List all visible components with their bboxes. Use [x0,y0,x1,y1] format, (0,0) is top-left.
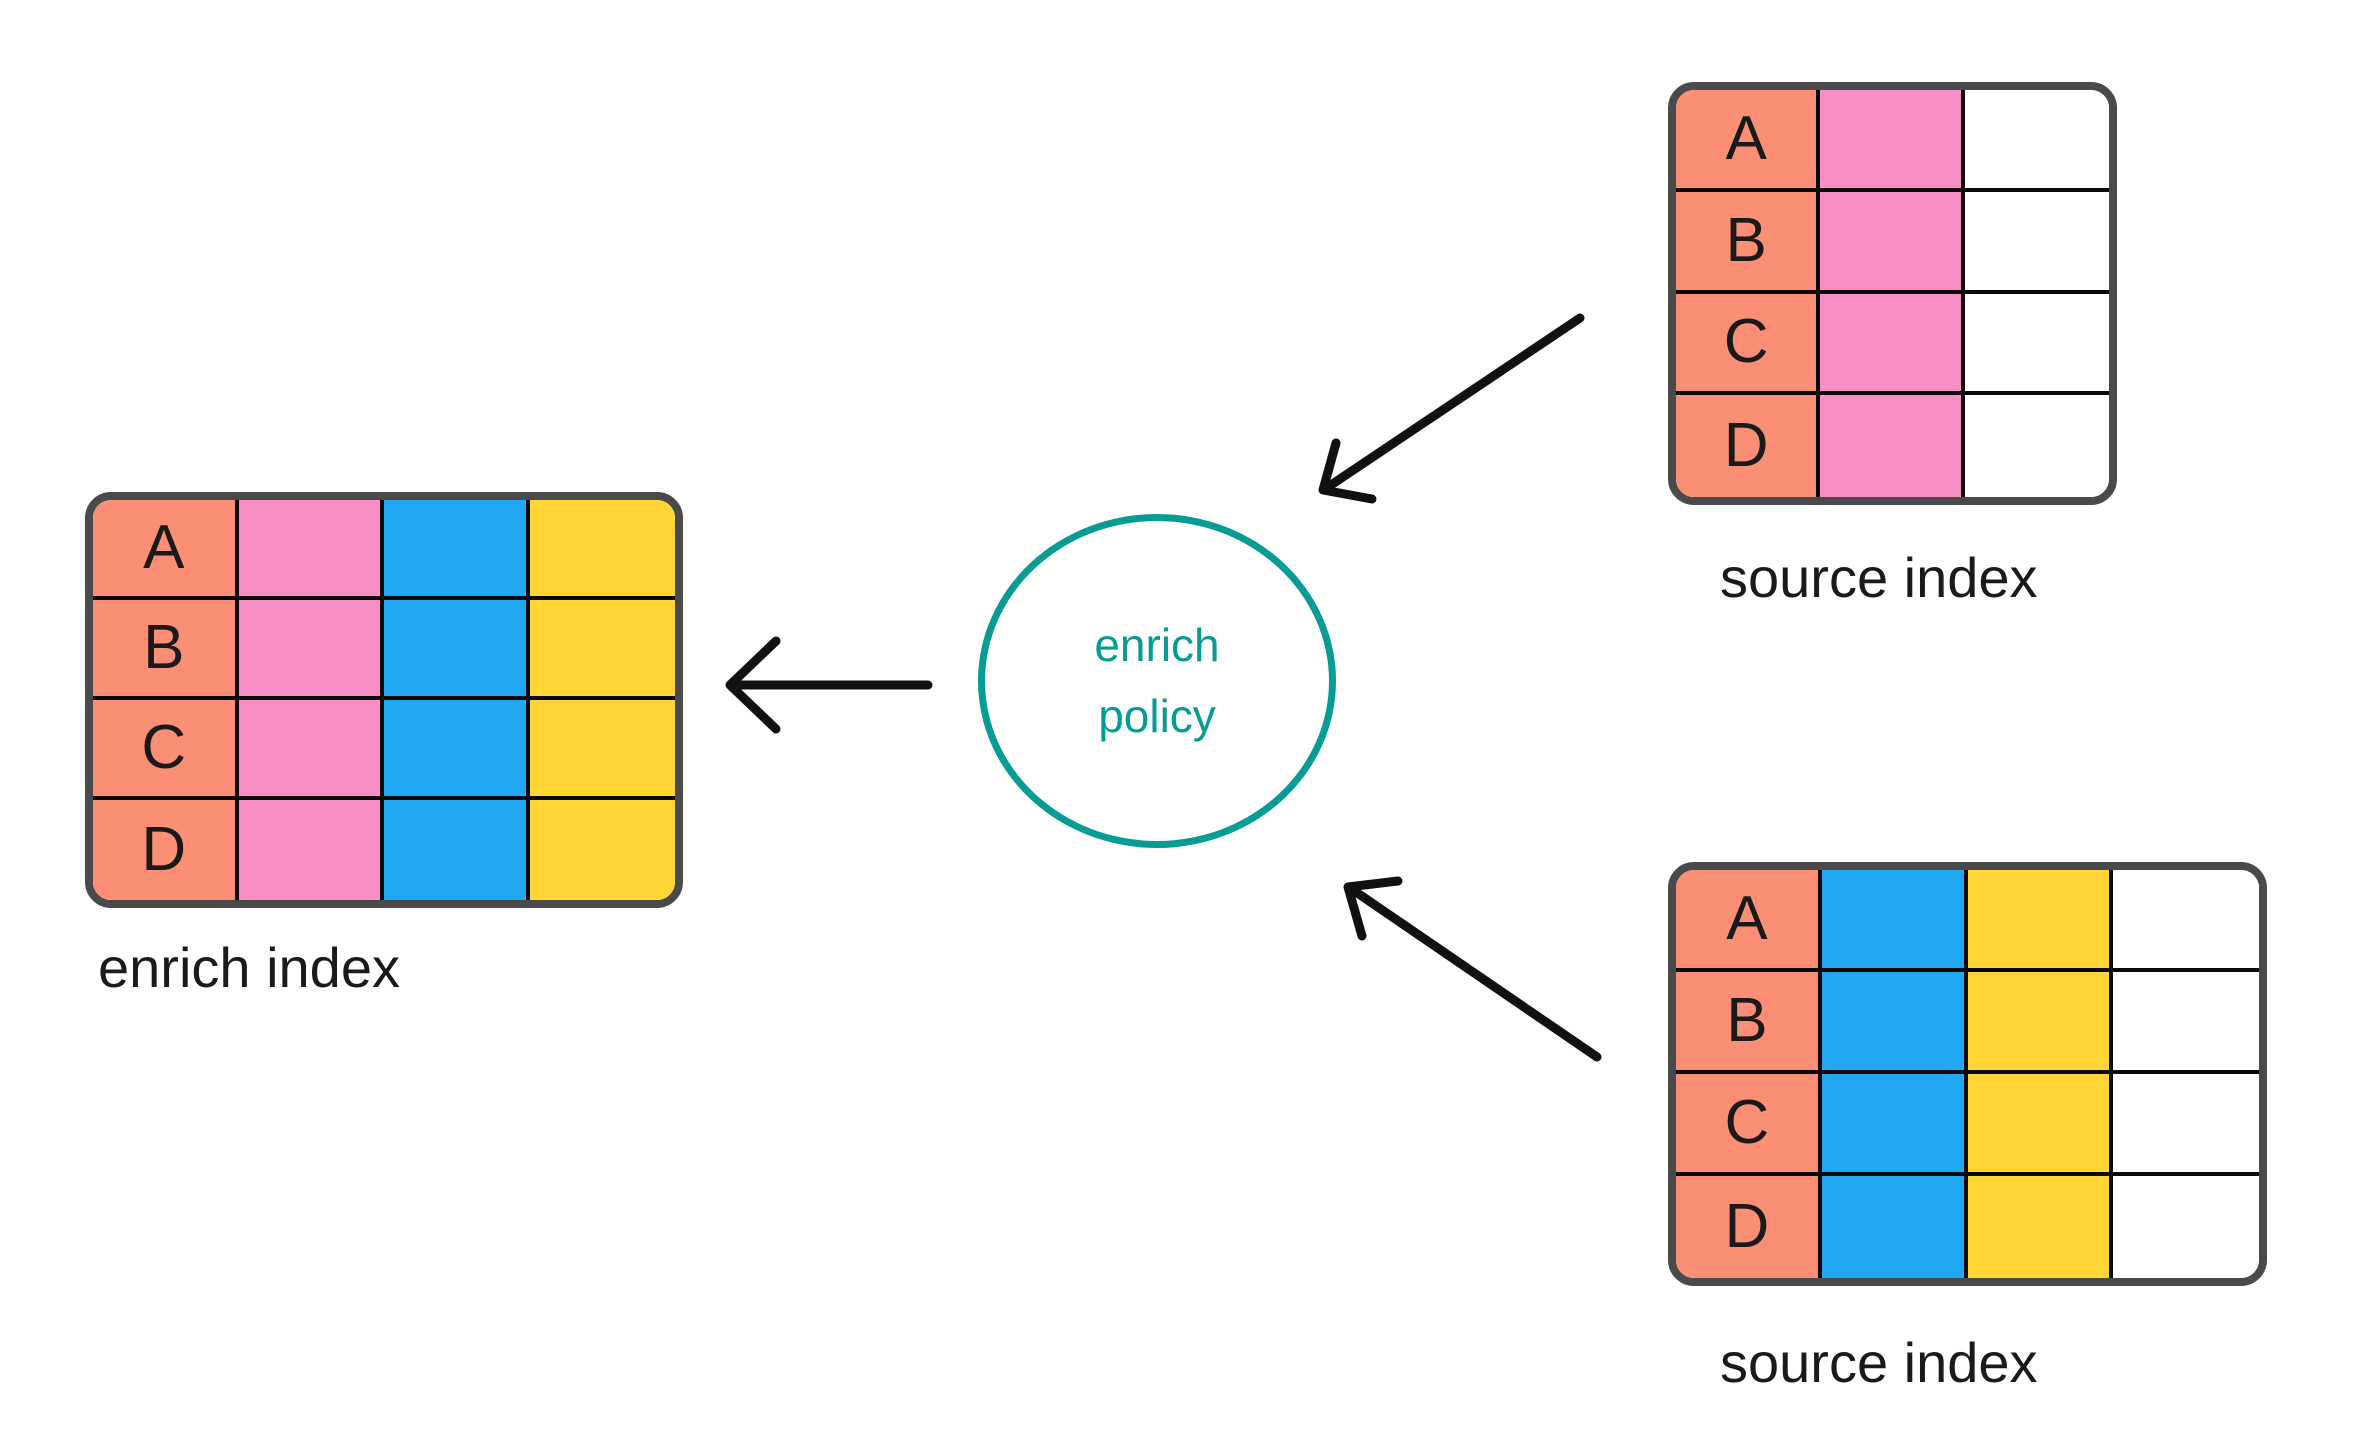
value-cell [238,600,384,700]
value-cell [238,800,384,900]
value-cell [1964,395,2109,497]
value-cell [384,500,530,600]
value-cell [1967,1074,2114,1176]
key-cell: B [93,600,239,700]
arrow-bottom-source-to-policy-icon [1343,876,1602,1062]
value-cell [1821,972,1968,1074]
enrich-index-table: A B C D [85,492,683,908]
key-cell: B [1676,191,1821,294]
value-cell [384,600,530,700]
value-cell [1967,870,2114,972]
value-cell [2113,1074,2259,1176]
source-index-table-bottom: A B C D [1668,862,2267,1286]
value-cell [1821,1176,1968,1278]
value-cell [529,800,675,900]
value-cell [2113,870,2259,972]
enrich-policy-label-line1: enrich [1094,618,1220,671]
value-cell [529,500,675,600]
value-cell [1820,191,1965,294]
enrich-policy-circle: enrich policy [978,514,1336,848]
value-cell [1964,191,2109,294]
key-cell: C [1676,1074,1822,1176]
value-cell [2113,972,2259,1074]
value-cell [384,800,530,900]
key-cell: D [1676,1176,1822,1278]
key-cell: C [1676,293,1821,396]
enrich-policy-label-line2: policy [1098,690,1216,742]
value-cell [238,700,384,800]
key-cell: D [1676,395,1821,497]
value-cell [1821,870,1968,972]
key-cell: D [93,800,239,900]
source-index-top-label: source index [1720,546,2038,609]
value-cell [2113,1176,2259,1278]
value-cell [1821,1074,1968,1176]
value-cell [1820,90,1965,192]
value-cell [1820,293,1965,396]
value-cell [1820,395,1965,497]
key-cell: A [1676,870,1822,972]
value-cell [238,500,384,600]
value-cell [1967,972,2114,1074]
key-cell: A [93,500,239,600]
key-cell: A [1676,90,1821,192]
enrich-index-label: enrich index [98,936,400,999]
value-cell [1967,1176,2114,1278]
key-cell: C [93,700,239,800]
value-cell [384,700,530,800]
value-cell [1964,293,2109,396]
value-cell [1964,90,2109,192]
arrow-policy-to-enrich-index-icon [725,636,933,734]
value-cell [529,700,675,800]
arrow-top-source-to-policy-icon [1318,313,1585,504]
key-cell: B [1676,972,1822,1074]
source-index-table-top: A B C D [1668,82,2117,505]
source-index-bottom-label: source index [1720,1331,2038,1394]
value-cell [529,600,675,700]
